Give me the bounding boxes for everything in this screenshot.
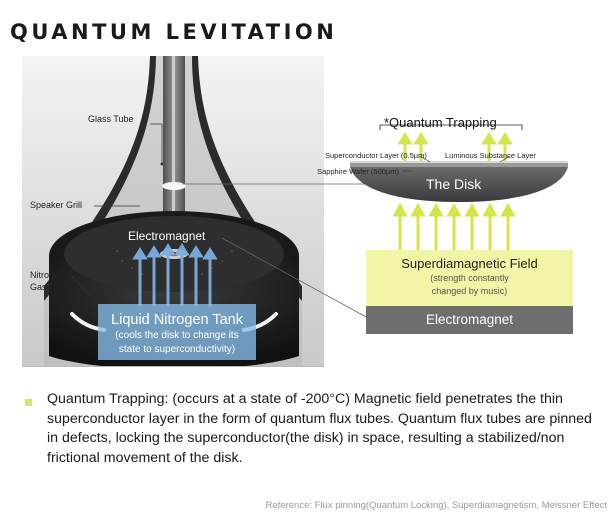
- nitrogen-label-line1: Nitrogen: [30, 270, 65, 280]
- electromagnet-photo-label: Electromagnet: [128, 229, 206, 243]
- field-desc-line2: changed by music): [431, 286, 508, 296]
- field-desc-line1: (strength constantly: [430, 273, 509, 283]
- the-disk-label: The Disk: [426, 176, 482, 192]
- glass-tube-label: Glass Tube: [88, 114, 134, 124]
- speaker-grill-label: Speaker Grill: [30, 200, 83, 210]
- nitrogen-label-line2: Gas Outlet: [30, 282, 74, 292]
- superdiamagnetic-field-box: Superdiamagnetic Field (strength constan…: [366, 250, 573, 306]
- reference-text: Reference: Flux pinning(Quantum Locking)…: [265, 500, 607, 511]
- tank-desc-line2: state to superconductivity): [118, 344, 236, 355]
- field-title: Superdiamagnetic Field: [401, 256, 538, 271]
- luminous-substance-layer-label: Luminous Substance Layer: [445, 151, 536, 160]
- superconductor-layer-label: Superconductor Layer (0.5µm): [325, 151, 427, 160]
- sapphire-wafer-label: Sapphire Wafer (500µm): [317, 167, 399, 176]
- disk-and-field-illustration: [350, 124, 568, 250]
- quantum-trapping-label: *Quantum Trapping: [384, 115, 497, 130]
- page-title: QUANTUM LEVITATION: [10, 20, 338, 44]
- description-text: Quantum Trapping: (occurs at a state of …: [47, 391, 592, 466]
- tank-desc-line1: (cools the disk to change its: [115, 330, 239, 341]
- liquid-nitrogen-tank-box: Liquid Nitrogen Tank (cools the disk to …: [98, 304, 256, 360]
- bullet-marker: [25, 399, 32, 406]
- disk-diagram: [320, 105, 615, 345]
- tank-title: Liquid Nitrogen Tank: [111, 312, 243, 328]
- electromagnet-box: Electromagnet: [366, 306, 573, 334]
